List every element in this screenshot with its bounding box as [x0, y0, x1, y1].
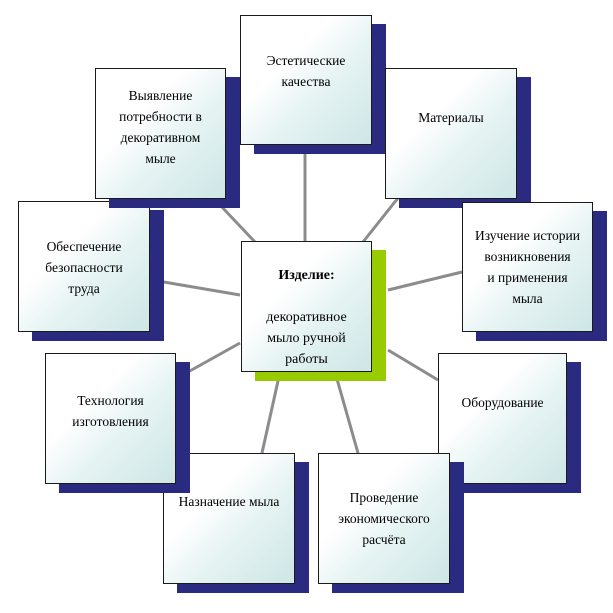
node-economic: Проведение экономического расчёта [318, 453, 464, 593]
node-box: Материалы [385, 68, 517, 199]
node-needs: Выявление потребности в декоративном мыл… [95, 68, 240, 208]
node-box: Выявление потребности в декоративном мыл… [95, 68, 226, 199]
connector-materials [361, 197, 400, 243]
node-box: Назначение мыла [163, 453, 295, 584]
center-node: Изделие: декоративное мыло ручной работы [241, 241, 386, 381]
node-box: Проведение экономического расчёта [318, 453, 450, 584]
node-safety: Обеспечение безопасности труда [18, 201, 164, 341]
node-label: Проведение экономического расчёта [338, 490, 430, 547]
node-materials: Материалы [385, 68, 531, 208]
node-technology: Технология изготовления [45, 353, 190, 493]
connector-technology [187, 341, 241, 374]
node-box: Эстетические качества [240, 15, 372, 145]
node-history: Изучение истории возникновения и примене… [462, 202, 607, 341]
node-label: Назначение мыла [178, 494, 280, 509]
connector-needs [218, 203, 257, 244]
node-label: Эстетические качества [266, 53, 346, 89]
center-box: Изделие: декоративное мыло ручной работы [241, 241, 372, 372]
node-label: Технология изготовления [72, 393, 149, 429]
node-box: Изучение истории возникновения и примене… [462, 202, 593, 332]
node-label: Оборудование [461, 395, 544, 410]
center-subtitle: декоративное мыло ручной работы [266, 309, 347, 367]
node-esthetic: Эстетические качества [240, 15, 386, 154]
center-title: Изделие: [278, 267, 335, 283]
connector-purpose [260, 371, 282, 454]
node-label: Изучение истории возникновения и примене… [474, 228, 581, 306]
node-label: Обеспечение безопасности труда [45, 239, 123, 296]
node-box: Обеспечение безопасности труда [18, 201, 150, 332]
node-purpose: Назначение мыла [163, 453, 309, 593]
center-label: Изделие: декоративное мыло ручной работы [266, 244, 346, 370]
connector-economic [333, 371, 360, 454]
node-label: Материалы [418, 110, 484, 125]
node-label: Выявление потребности в декоративном мыл… [119, 88, 202, 166]
node-box: Технология изготовления [45, 353, 176, 484]
connector-safety [151, 278, 241, 297]
connector-equipment [387, 348, 439, 382]
connector-history [387, 270, 463, 292]
